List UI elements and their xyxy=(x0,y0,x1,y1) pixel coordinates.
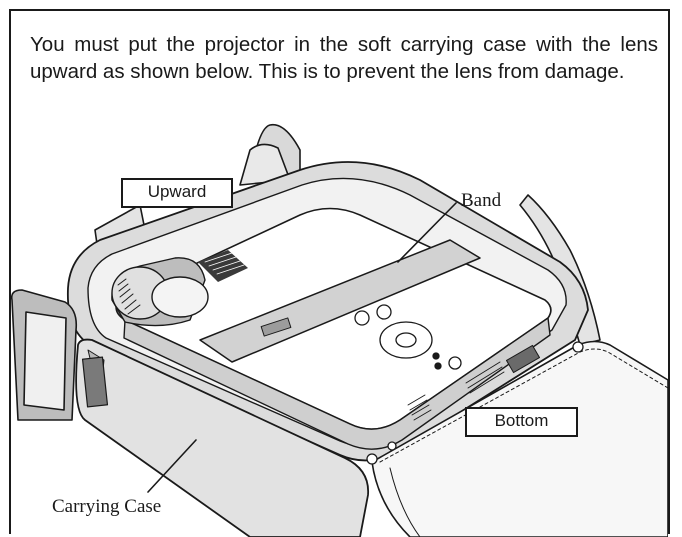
case-lid-flap xyxy=(371,340,668,537)
case-front-pocket xyxy=(75,338,369,537)
projector-side xyxy=(123,317,551,450)
band-label: Band xyxy=(461,190,502,211)
side-vents xyxy=(407,361,505,421)
case-back-handle xyxy=(239,123,301,186)
projector-lens xyxy=(111,257,209,327)
case-side-handle xyxy=(11,289,78,421)
speaker-grille xyxy=(198,250,248,282)
band-leader-line xyxy=(397,202,457,263)
upward-label: Upward xyxy=(121,178,233,208)
carrying-case-leader-line xyxy=(147,439,197,493)
carrying-case-label: Carrying Case xyxy=(52,496,162,517)
bottom-label: Bottom xyxy=(465,407,578,437)
zipper-pulls xyxy=(366,341,584,465)
control-panel xyxy=(354,304,462,370)
instruction-text: You must put the projector in the soft c… xyxy=(30,33,658,83)
